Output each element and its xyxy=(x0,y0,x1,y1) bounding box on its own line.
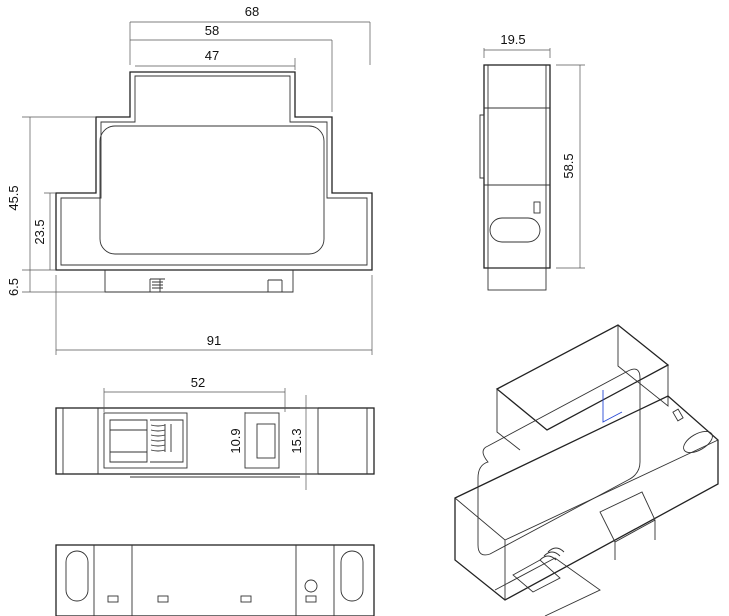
front-clip-spring xyxy=(149,278,165,292)
dim-47: 47 xyxy=(205,48,219,63)
top-clip-spring xyxy=(150,424,172,452)
front-dimensions: 68 58 47 45.5 23.5 6.5 91 xyxy=(6,4,373,355)
top-view xyxy=(55,407,375,478)
dim-10-9: 10.9 xyxy=(228,428,243,453)
dim-91: 91 xyxy=(207,333,221,348)
isometric-view xyxy=(454,324,719,616)
dim-23-5: 23.5 xyxy=(32,219,47,244)
side-view xyxy=(479,64,551,291)
dim-68: 68 xyxy=(245,4,259,19)
dim-19-5: 19.5 xyxy=(500,32,525,47)
front-view xyxy=(55,71,373,293)
bottom-view xyxy=(55,544,375,616)
dim-45-5: 45.5 xyxy=(6,185,21,210)
side-dimensions: 19.5 58.5 xyxy=(483,32,585,269)
dim-6-5: 6.5 xyxy=(6,278,21,296)
dim-52: 52 xyxy=(191,375,205,390)
dim-15-3: 15.3 xyxy=(289,428,304,453)
top-dimensions: 52 10.9 15.3 xyxy=(103,375,318,490)
dim-58-5: 58.5 xyxy=(561,153,576,178)
dim-58: 58 xyxy=(205,23,219,38)
